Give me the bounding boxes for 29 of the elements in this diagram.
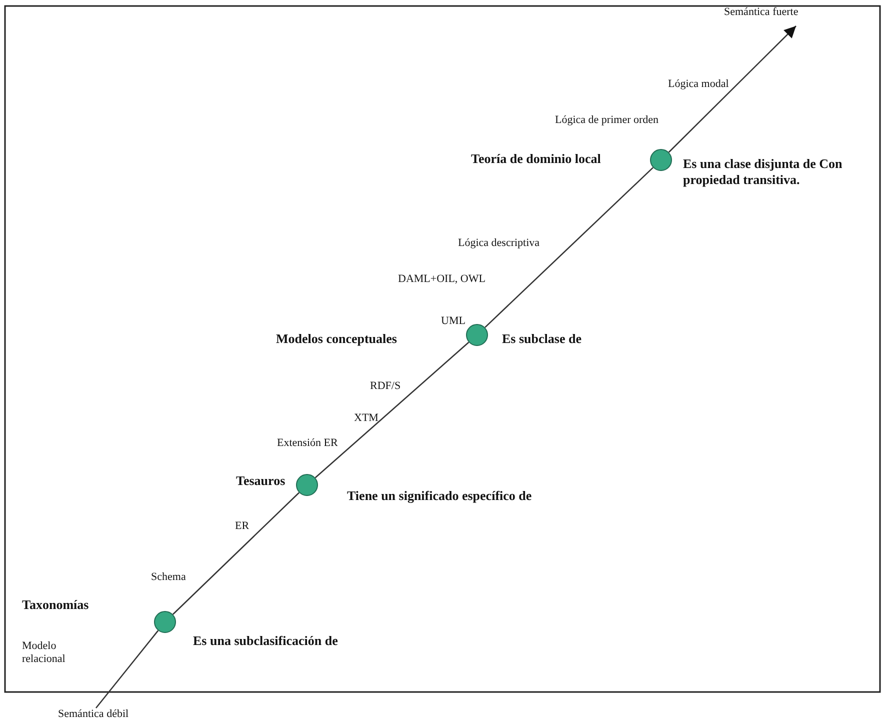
node-caption: Es una clase disjunta de Con propiedad transitiva. bbox=[683, 156, 844, 188]
language-label: ER bbox=[235, 520, 250, 534]
node-caption: Tiene un significado específico de bbox=[347, 488, 532, 504]
stage-marker bbox=[296, 474, 318, 496]
category-label: Taxonomías bbox=[22, 597, 89, 613]
language-label: UML bbox=[441, 315, 466, 328]
language-label: Schema bbox=[151, 571, 186, 584]
stage-marker bbox=[650, 149, 672, 171]
language-label: DAML+OIL, OWL bbox=[398, 273, 486, 286]
connector-line bbox=[172, 492, 300, 615]
connector-line bbox=[314, 342, 470, 478]
node-caption: Es una subclasificación de bbox=[193, 633, 338, 649]
connector-line bbox=[96, 630, 159, 708]
node-caption: Es subclase de bbox=[502, 331, 582, 347]
language-label: XTM bbox=[354, 412, 378, 426]
language-label: Modelo relacional bbox=[22, 640, 66, 666]
category-label: Modelos conceptuales bbox=[276, 331, 397, 347]
language-label: Extensión ER bbox=[277, 437, 338, 450]
node-caption: Teoría de dominio local bbox=[471, 151, 601, 167]
language-label: Lógica descriptiva bbox=[458, 237, 540, 250]
language-label: Lógica modal bbox=[668, 78, 729, 92]
axis-end-label: Semántica fuerte bbox=[724, 6, 798, 20]
axis-end-label: Semántica débil bbox=[58, 708, 129, 722]
stage-marker bbox=[154, 611, 176, 633]
language-label: Lógica de primer orden bbox=[555, 114, 659, 128]
stage-marker bbox=[466, 324, 488, 346]
language-label: RDF/S bbox=[370, 380, 401, 394]
node-caption: Tesauros bbox=[236, 473, 286, 489]
arrow bbox=[668, 26, 796, 153]
